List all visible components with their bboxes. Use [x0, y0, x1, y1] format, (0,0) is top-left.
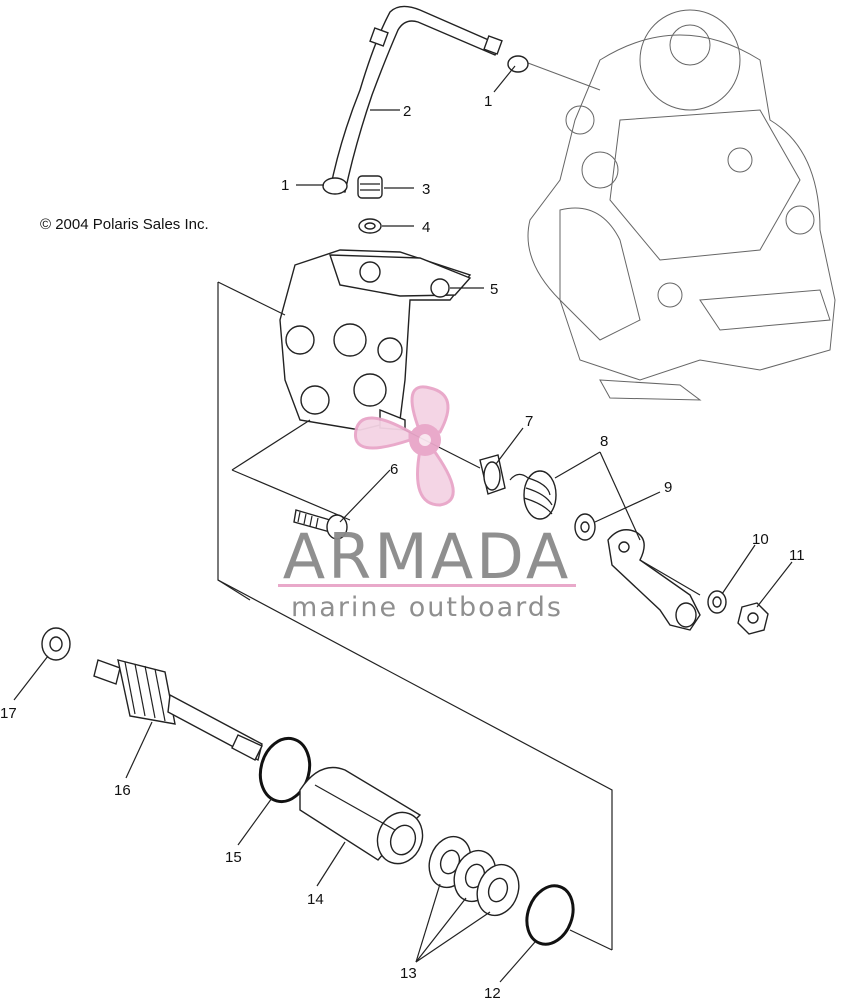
- collar-part-7: [404, 429, 506, 495]
- leader-lines: [13, 65, 793, 983]
- callout-3: 3: [422, 181, 430, 198]
- oil-pump-body: [279, 249, 472, 431]
- watermark-brand: ARMADA: [283, 520, 571, 593]
- callout-labels: 1 2 1 3 4 5 6 7 8 9 10 11 17 16 15 14 13…: [0, 93, 805, 1001]
- callout-5: 5: [490, 281, 498, 298]
- callout-1a: 1: [484, 93, 492, 110]
- washers-part-13: [428, 835, 520, 917]
- watermark: ARMADA marine outboards: [278, 385, 576, 623]
- callout-12: 12: [484, 985, 501, 1001]
- clamp-part-top: [507, 55, 529, 73]
- gear-shaft-part-16: [93, 659, 263, 762]
- washer-part-10: [707, 590, 727, 614]
- washer-part-17: [41, 627, 71, 661]
- callout-10: 10: [752, 531, 769, 548]
- assembly-frame: [217, 281, 613, 951]
- lever-arm-part: [607, 529, 701, 631]
- banjo-bolt-part: [357, 175, 383, 199]
- propeller-logo-icon: [353, 385, 455, 507]
- o-ring-part-15: [258, 736, 312, 804]
- callout-9: 9: [664, 479, 672, 496]
- washer-part-9: [574, 513, 596, 541]
- o-ring-part-12: [525, 884, 575, 946]
- bolt-part-6: [293, 509, 348, 540]
- callout-4: 4: [422, 219, 430, 236]
- callout-2: 2: [403, 103, 411, 120]
- callout-13: 13: [400, 965, 417, 982]
- callout-1b: 1: [281, 177, 289, 194]
- spring-part-8: [509, 470, 557, 520]
- callout-16: 16: [114, 782, 131, 799]
- callout-17: 17: [0, 705, 17, 722]
- callout-14: 14: [307, 891, 324, 908]
- washer-part-4: [358, 218, 382, 234]
- sleeve-part-14: [299, 766, 424, 865]
- callout-11: 11: [789, 547, 805, 564]
- copyright-notice: © 2004 Polaris Sales Inc.: [40, 216, 209, 233]
- engine-outline: [519, 9, 836, 401]
- nut-part-11: [737, 602, 769, 635]
- hose-part: [329, 5, 503, 193]
- callout-8: 8: [600, 433, 608, 450]
- callout-6: 6: [390, 461, 398, 478]
- callout-7: 7: [525, 413, 533, 430]
- watermark-tagline: marine outboards: [291, 592, 563, 623]
- callout-15: 15: [225, 849, 242, 866]
- clamp-part-middle: [322, 177, 348, 195]
- watermark-divider: [278, 584, 576, 587]
